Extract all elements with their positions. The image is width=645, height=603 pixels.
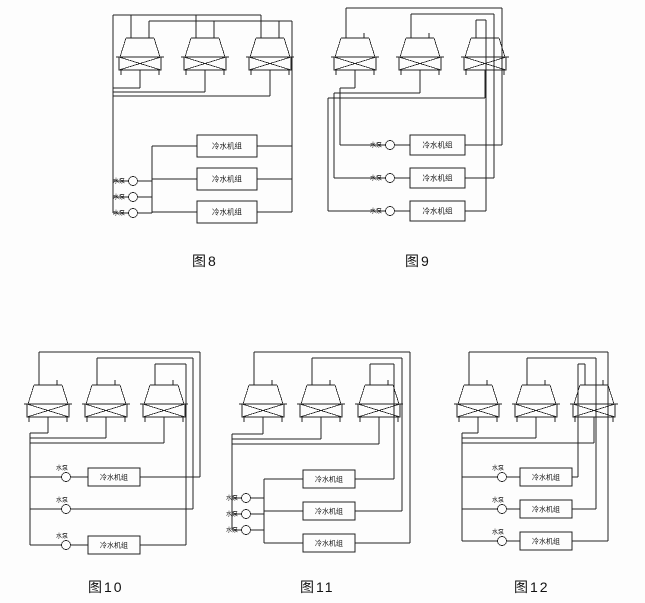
chiller-label: 冷水机组 bbox=[212, 141, 242, 151]
pump-icon bbox=[128, 176, 138, 186]
pipe bbox=[607, 384, 615, 405]
figure-caption-11: 图11 bbox=[300, 579, 335, 595]
pipe bbox=[177, 384, 185, 405]
pump-icon bbox=[385, 206, 395, 216]
chiller-label: 冷水机组 bbox=[423, 173, 453, 183]
pump-label: 水泵 bbox=[492, 528, 504, 536]
pipe bbox=[283, 37, 291, 58]
pipe bbox=[399, 37, 407, 58]
pipe bbox=[357, 403, 401, 418]
pipe bbox=[153, 37, 161, 58]
pump-icon bbox=[241, 509, 251, 519]
chiller-label: 冷水机组 bbox=[100, 541, 128, 550]
pipe bbox=[549, 384, 557, 405]
pump-icon bbox=[61, 504, 71, 514]
figure-caption-8: 图8 bbox=[192, 253, 218, 269]
pipe bbox=[276, 384, 284, 405]
pump-icon bbox=[128, 192, 138, 202]
chiller-box bbox=[519, 467, 573, 487]
pump-label: 水泵 bbox=[370, 207, 382, 215]
pipe bbox=[514, 403, 558, 418]
pipe bbox=[433, 37, 441, 58]
figure-caption-10: 图10 bbox=[88, 579, 124, 595]
pipe bbox=[241, 403, 285, 418]
pipe bbox=[464, 37, 472, 58]
pipe bbox=[515, 384, 523, 405]
pump-label: 水泵 bbox=[56, 496, 68, 504]
chiller-label: 冷水机组 bbox=[532, 505, 560, 514]
pipe bbox=[183, 56, 227, 71]
chiller-label: 冷水机组 bbox=[100, 473, 128, 482]
pump-icon bbox=[61, 472, 71, 482]
pipe bbox=[463, 56, 507, 71]
pump-icon bbox=[128, 208, 138, 218]
pump-label: 水泵 bbox=[226, 526, 238, 534]
pump-label: 水泵 bbox=[113, 209, 125, 217]
pipe bbox=[398, 56, 442, 71]
pipe bbox=[358, 384, 366, 405]
pipe bbox=[85, 384, 93, 405]
pipe bbox=[300, 384, 308, 405]
pipe bbox=[218, 37, 226, 58]
pump-label: 水泵 bbox=[56, 532, 68, 540]
chiller-box bbox=[409, 134, 466, 156]
pump-icon bbox=[497, 504, 507, 514]
chiller-box bbox=[409, 167, 466, 189]
chiller-box bbox=[409, 200, 466, 222]
chiller-label: 冷水机组 bbox=[315, 475, 343, 484]
pipe bbox=[491, 384, 499, 405]
chiller-label: 冷水机组 bbox=[212, 207, 242, 217]
pump-label: 水泵 bbox=[492, 464, 504, 472]
pump-icon bbox=[241, 493, 251, 503]
pump-icon bbox=[497, 536, 507, 546]
pipe bbox=[249, 37, 257, 58]
pipe bbox=[119, 384, 127, 405]
pump-icon bbox=[497, 472, 507, 482]
pipe bbox=[573, 384, 581, 405]
chiller-label: 冷水机组 bbox=[423, 140, 453, 150]
pump-label: 水泵 bbox=[113, 177, 125, 185]
pipe bbox=[26, 403, 70, 418]
pipe bbox=[184, 37, 192, 58]
pump-icon bbox=[61, 540, 71, 550]
figure-caption-12: 图12 bbox=[514, 579, 550, 595]
pipe bbox=[84, 403, 128, 418]
pipe bbox=[242, 384, 250, 405]
pipe bbox=[334, 384, 342, 405]
chiller-label: 冷水机组 bbox=[532, 537, 560, 546]
pump-icon bbox=[241, 525, 251, 535]
pipe bbox=[299, 403, 343, 418]
pipe bbox=[333, 56, 377, 71]
chiller-label: 冷水机组 bbox=[315, 539, 343, 548]
pump-label: 水泵 bbox=[226, 494, 238, 502]
chiller-label: 冷水机组 bbox=[315, 507, 343, 516]
figure-caption-9: 图9 bbox=[405, 253, 431, 269]
pump-icon bbox=[385, 140, 395, 150]
chiller-box bbox=[519, 531, 573, 551]
pump-label: 水泵 bbox=[370, 174, 382, 182]
pump-label: 水泵 bbox=[226, 510, 238, 518]
pump-label: 水泵 bbox=[56, 464, 68, 472]
pipe bbox=[456, 403, 500, 418]
chiller-box bbox=[519, 499, 573, 519]
pipe bbox=[119, 37, 127, 58]
pipe bbox=[142, 403, 186, 418]
pump-label: 水泵 bbox=[370, 141, 382, 149]
pump-label: 水泵 bbox=[113, 193, 125, 201]
pipe bbox=[368, 37, 376, 58]
pipe bbox=[27, 384, 35, 405]
chiller-label: 冷水机组 bbox=[532, 473, 560, 482]
pump-icon bbox=[385, 173, 395, 183]
chiller-label: 冷水机组 bbox=[423, 206, 453, 216]
pump-label: 水泵 bbox=[492, 496, 504, 504]
pipe bbox=[143, 384, 151, 405]
pipe bbox=[248, 56, 292, 71]
pipe bbox=[118, 56, 162, 71]
pipe bbox=[61, 384, 69, 405]
chiller-label: 冷水机组 bbox=[212, 174, 242, 184]
pipe bbox=[334, 37, 342, 58]
pipe bbox=[457, 384, 465, 405]
